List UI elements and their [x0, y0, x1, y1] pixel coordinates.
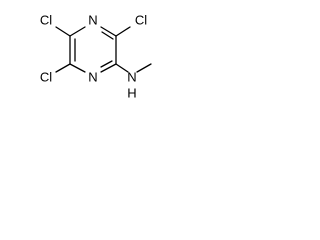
bond-n-c-bottom — [69, 63, 86, 73]
atom-label-cl-bottom-left: Cl — [40, 69, 52, 84]
atom-label-nh-n: N — [127, 69, 136, 84]
bond-nh-ch3 — [136, 63, 152, 73]
bond-c-n-bottom — [100, 63, 117, 73]
bond-n-c-top-double — [101, 31, 114, 40]
bond-n-c-top — [100, 26, 117, 37]
bond-c-n-bottom-double — [100, 60, 113, 68]
atom-label-nh-h: H — [127, 85, 136, 100]
molecule-diagram: Cl Cl Cl N N N H — [40, 12, 152, 100]
bond-c-nh — [115, 63, 129, 73]
bond-c-n-top — [69, 26, 86, 37]
bond-c-cl-bottom-left — [55, 63, 71, 73]
atom-label-n-ring-bottom: N — [88, 69, 97, 84]
atom-label-cl-top-left: Cl — [40, 12, 52, 27]
bond-c-cl-top-left — [55, 26, 71, 37]
atom-label-cl-top-right: Cl — [135, 12, 147, 27]
atom-label-n-ring-top: N — [88, 12, 97, 27]
bond-c-cl-top-right — [115, 26, 131, 37]
